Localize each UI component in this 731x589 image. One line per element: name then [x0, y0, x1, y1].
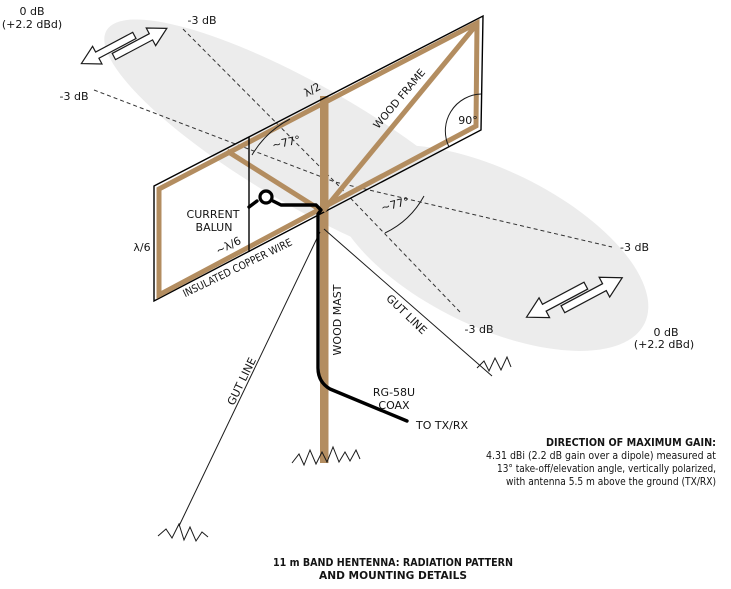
angle-arc-77-left: [251, 118, 291, 156]
ground-anchor-left: [157, 522, 209, 543]
label-to-txrx: TO TX/RX: [415, 419, 468, 432]
label-coax-line2: COAX: [378, 399, 410, 412]
label-minus3db-left: -3 dB: [60, 90, 89, 103]
arrow-head-up-left: [80, 31, 137, 65]
gut-lines: [157, 228, 512, 543]
angle-arc-77-right: [384, 195, 425, 234]
wood-brace-short: [225, 148, 324, 214]
wood-brace-long: [321, 22, 479, 213]
label-coax-line1: RG-58U: [373, 386, 415, 399]
label-balun-line2: BALUN: [196, 221, 233, 234]
ground-anchor-right: [476, 355, 512, 373]
label-gut-line-left: GUT LINE: [225, 355, 259, 407]
arrow-head-down-right: [111, 27, 168, 61]
coax-cable: [271, 199, 409, 423]
balun-and-coax: [247, 189, 409, 423]
gain-note-heading: DIRECTION OF MAXIMUM GAIN:: [546, 437, 716, 449]
angle-arcs: [251, 93, 482, 234]
arrow-head-down-right: [560, 276, 624, 314]
label-minus3db-right-far: -3 dB: [620, 241, 649, 254]
caption-line1: 11 m BAND HENTENNA: RADIATION PATTERN: [273, 556, 513, 569]
beamwidth-lines: [93, 28, 613, 313]
label-gain-top-dbd: (+2.2 dBd): [2, 18, 62, 31]
label-minus3db-top: -3 dB: [188, 14, 217, 27]
caption-line2: AND MOUNTING DETAILS: [319, 569, 467, 582]
gut-line-left: [178, 231, 321, 527]
wood-frame-group: [156, 18, 480, 300]
copper-wire-loop: [153, 14, 484, 303]
label-side-length: λ/6: [133, 241, 150, 254]
radiation-lobes: [104, 19, 649, 351]
gain-note-line1: 4.31 dBi (2.2 dB gain over a dipole) mea…: [486, 450, 716, 462]
beamwidth-line-steep: [182, 28, 461, 313]
wood-frame: [156, 18, 480, 300]
label-gain-top-db: 0 dB: [19, 5, 44, 18]
label-beamwidth-left: ~77°: [271, 133, 302, 152]
beamwidth-line-shallow: [93, 89, 613, 248]
label-balun-line1: CURRENT: [187, 208, 240, 221]
grass-tuft-mast-base: [291, 445, 361, 467]
gain-note-line3: with antenna 5.5 m above the ground (TX/…: [506, 476, 716, 488]
label-gain-bottom-db: 0 dB: [653, 326, 678, 339]
label-wood-mast: WOOD MAST: [331, 284, 344, 355]
gain-note-line2: 13° take-off/elevation angle, vertically…: [497, 463, 716, 475]
wood-mast: [320, 96, 329, 463]
label-minus3db-right-mid: -3 dB: [465, 323, 494, 336]
arrow-head-up-left: [525, 281, 589, 319]
label-right-angle: 90°: [458, 114, 478, 127]
beam-arrow-upper-left: [80, 27, 168, 65]
beam-arrow-lower-right: [525, 276, 624, 319]
label-gain-bottom-dbd: (+2.2 dBd): [634, 338, 694, 351]
balun-lead-in: [247, 199, 259, 209]
angle-arc-90: [444, 93, 482, 148]
gut-line-right: [323, 228, 493, 377]
current-balun-loop: [258, 189, 274, 205]
